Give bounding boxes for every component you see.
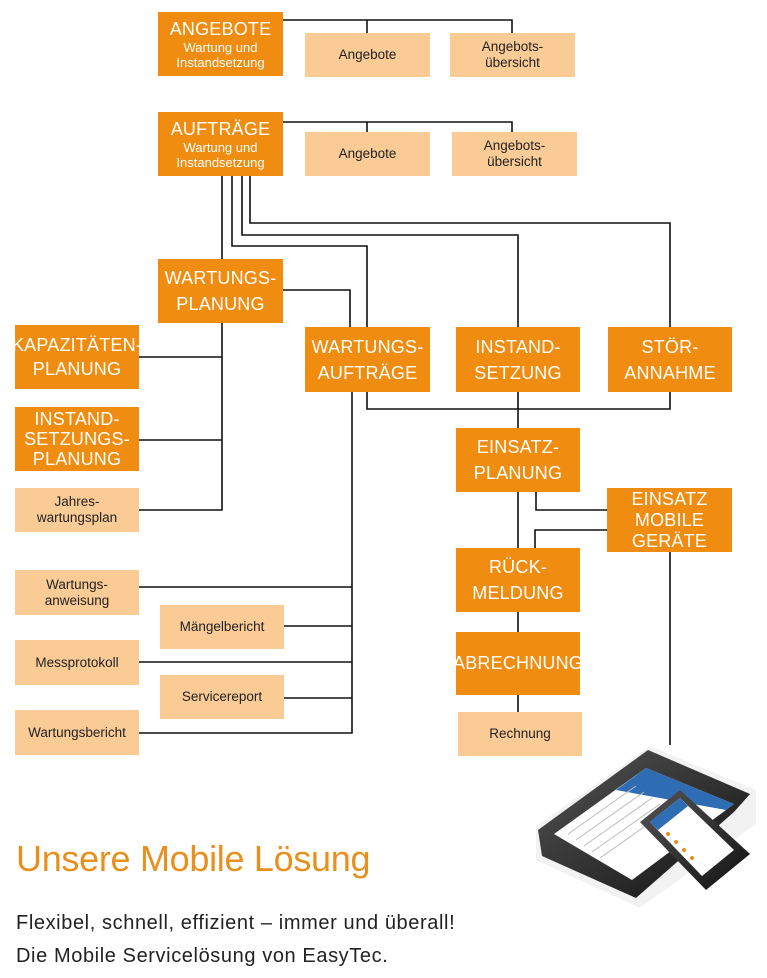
instandsetzungsplanung-box: INSTAND- SETZUNGS- PLANUNG xyxy=(15,407,139,471)
angebote-title: ANGEBOTE xyxy=(169,18,272,39)
angebote-sub-angebote: Angebote xyxy=(305,33,430,77)
auftraege-title: AUFTRÄGE xyxy=(170,118,271,139)
auftraege-sub-angebote: Angebote xyxy=(305,132,430,176)
auftraege-subtitle: Wartung und Instandsetzung xyxy=(176,139,265,170)
einsatz-mobile-geraete-box: EINSATZ MOBILE GERÄTE xyxy=(607,488,732,552)
abrechnung-box: ABRECHNUNG xyxy=(453,632,583,695)
angebote-sub-uebersicht: Angebots- übersicht xyxy=(450,33,575,77)
angebote-box: ANGEBOTE Wartung und Instandsetzung xyxy=(158,12,283,76)
rueckmeldung-box: RÜCK- MELDUNG xyxy=(456,548,580,612)
tagline-2: Die Mobile Servicelösung von EasyTec. xyxy=(16,945,389,967)
maengelbericht-box: Mängelbericht xyxy=(160,605,284,649)
wartungsplanung-box: WARTUNGS- PLANUNG xyxy=(158,259,283,323)
instandsetzung-box: INSTAND- SETZUNG xyxy=(456,327,580,392)
einsatzplanung-box: EINSATZ- PLANUNG xyxy=(456,428,580,492)
auftraege-sub-uebersicht: Angebots- übersicht xyxy=(452,132,577,176)
tablet-smartphone-image xyxy=(536,746,756,908)
wartungsanweisung-box: Wartungs- anweisung xyxy=(15,570,139,615)
rechnung-box: Rechnung xyxy=(458,712,582,756)
kapazitaetenplanung-box: KAPAZITÄTEN- PLANUNG xyxy=(12,325,142,389)
tagline-1: Flexibel, schnell, effizient – immer und… xyxy=(16,912,456,934)
wartungsbericht-box: Wartungsbericht xyxy=(15,710,139,755)
messprotokoll-box: Messprotokoll xyxy=(15,640,139,685)
angebote-subtitle: Wartung und Instandsetzung xyxy=(176,39,265,70)
servicereport-box: Servicereport xyxy=(160,675,284,719)
stoerannahme-box: STÖR- ANNAHME xyxy=(608,327,732,392)
jahreswartungsplan-box: Jahres- wartungsplan xyxy=(15,488,139,532)
auftraege-box: AUFTRÄGE Wartung und Instandsetzung xyxy=(158,112,283,176)
headline: Unsere Mobile Lösung xyxy=(16,838,371,879)
wartungsauftraege-box: WARTUNGS- AUFTRÄGE xyxy=(305,327,430,392)
